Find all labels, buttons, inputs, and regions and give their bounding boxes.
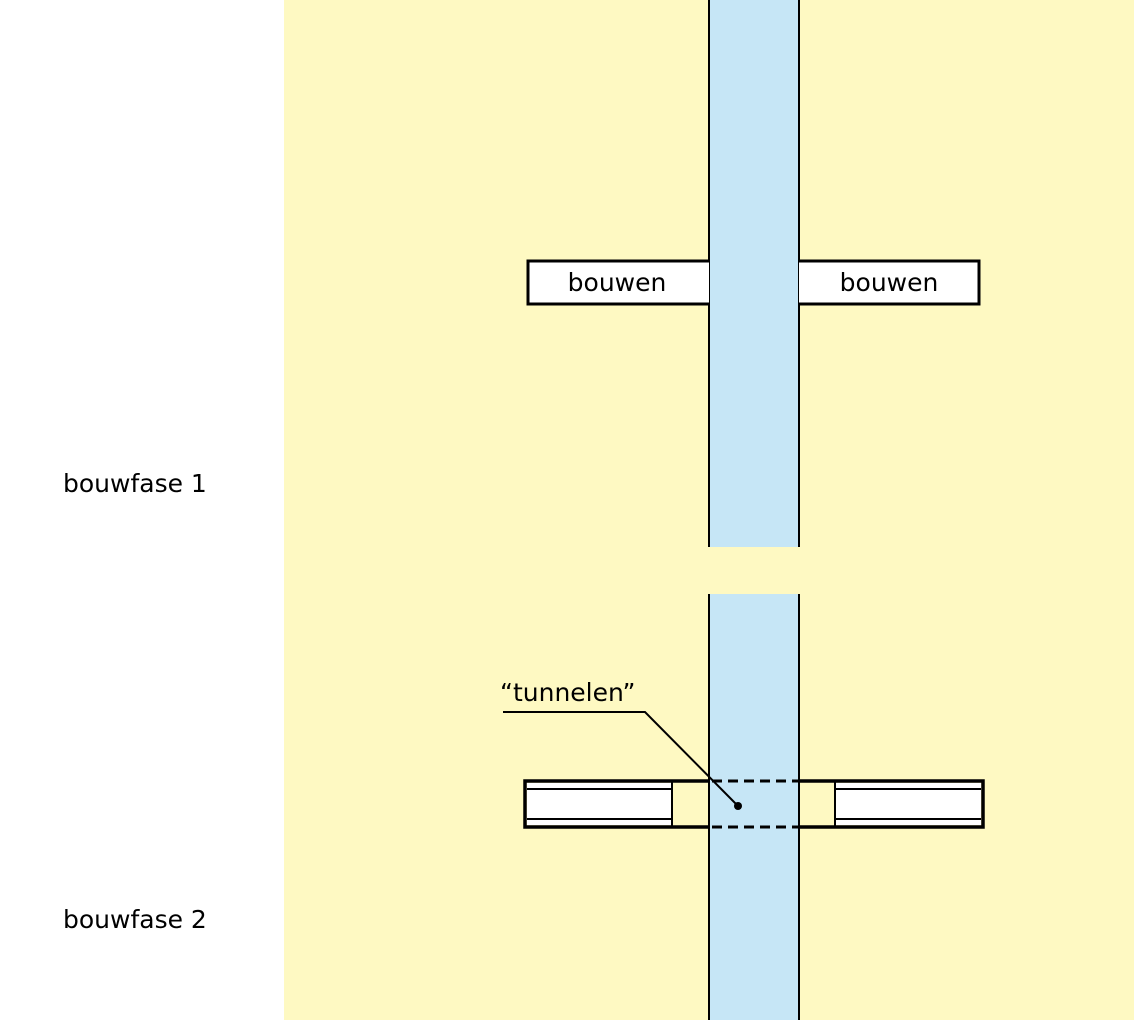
phase-1-label: bouwfase 1 [63,469,207,498]
tunnel-structure [523,779,985,829]
build-label-left: bouwen [568,268,667,297]
build-box-left: bouwen [526,259,709,306]
phase-2-label: bouwfase 2 [63,905,207,934]
river-phase-2 [708,594,800,1020]
build-label-right: bouwen [840,268,939,297]
leader-dot [734,802,742,810]
leader-line [503,711,739,807]
build-box-right: bouwen [799,259,981,306]
river-phase-1 [708,0,800,547]
tunnel-label: “tunnelen” [500,678,635,707]
tunnel-annotation: “tunnelen” [500,678,742,810]
